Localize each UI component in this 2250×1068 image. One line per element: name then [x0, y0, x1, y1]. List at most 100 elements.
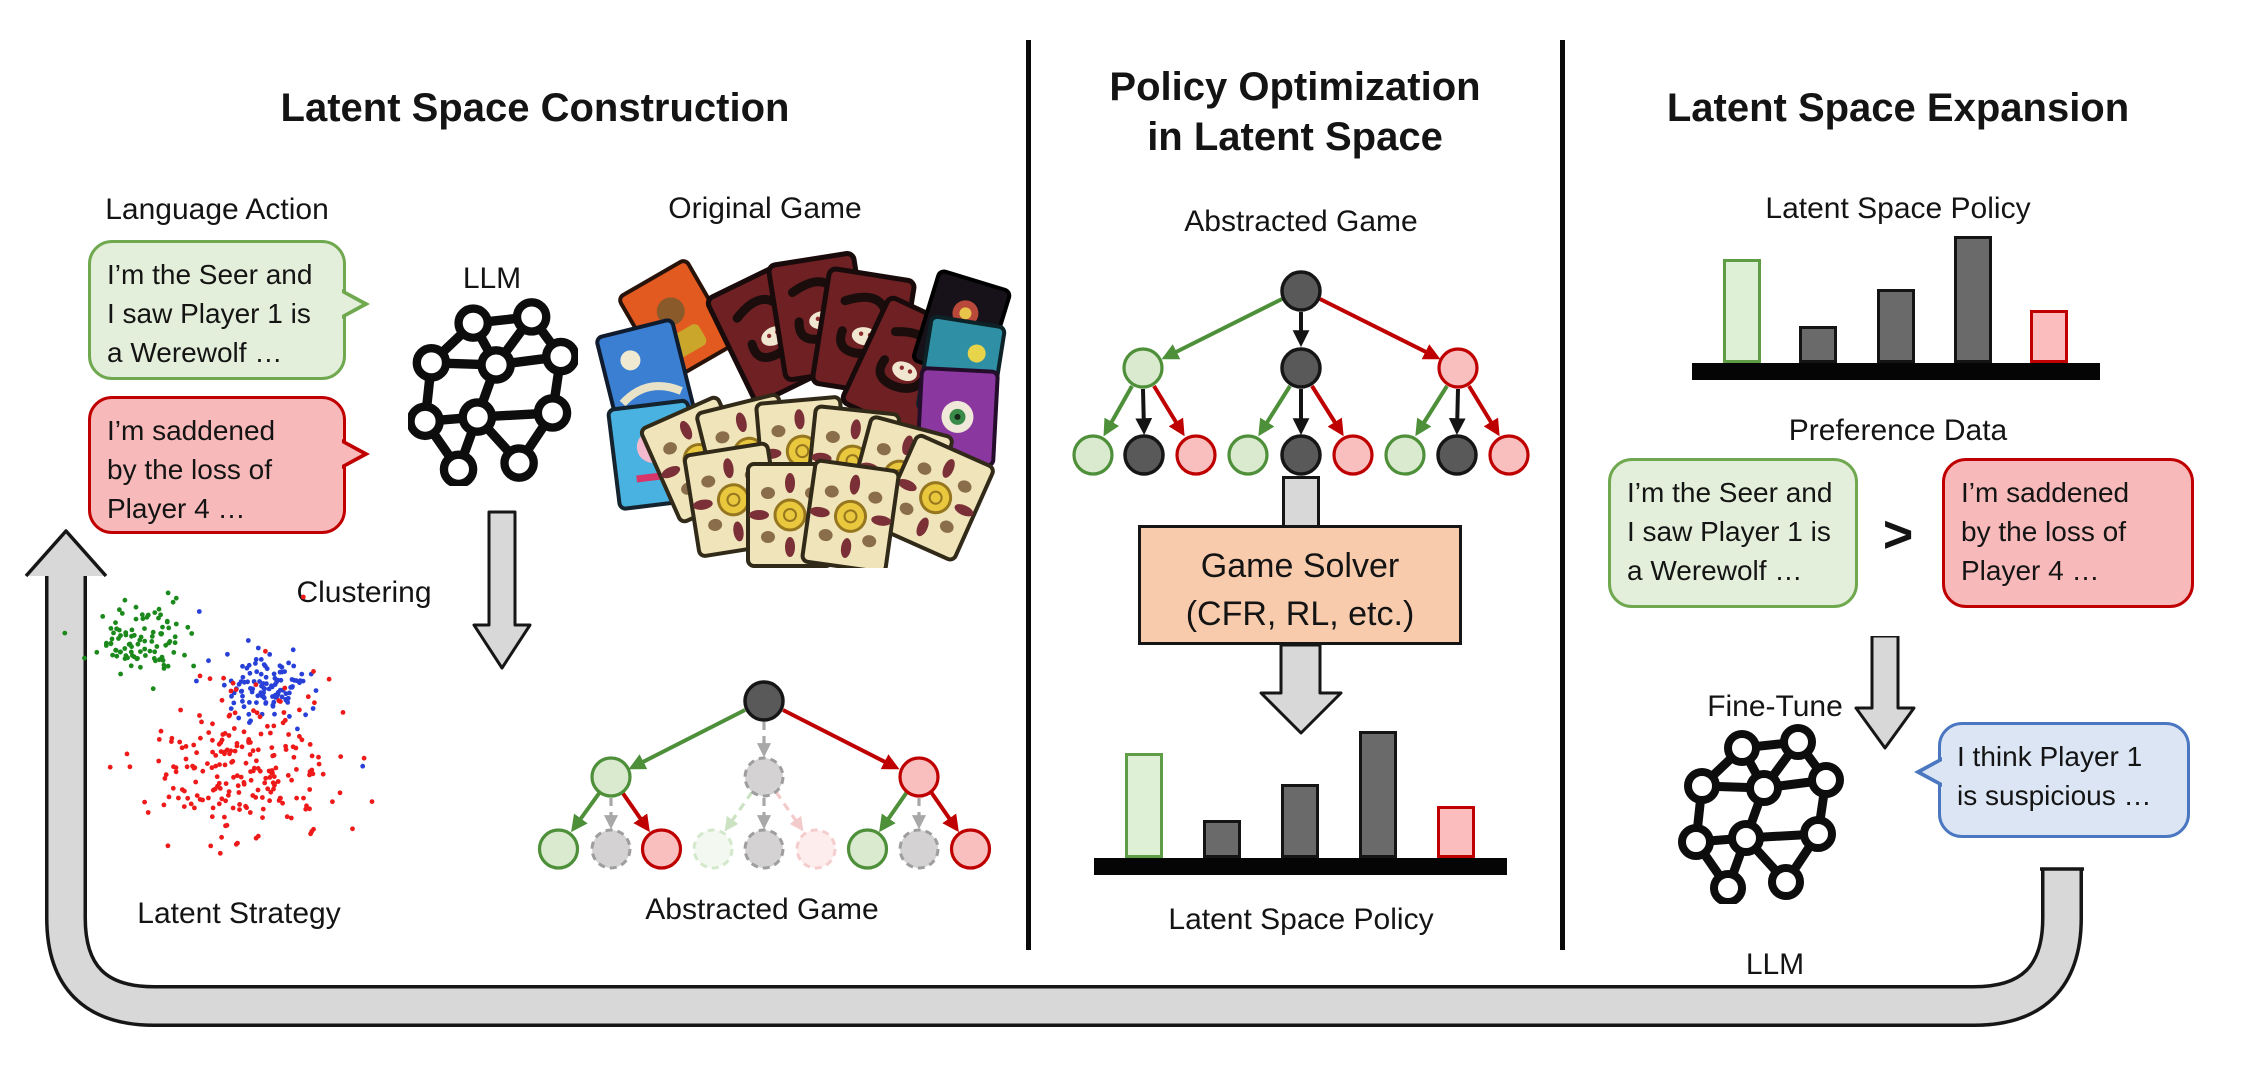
cluster-red-point [214, 774, 220, 780]
cluster-red-point [309, 829, 315, 834]
cluster-red-point [326, 676, 332, 682]
cluster-red-point [207, 676, 213, 682]
cluster-red-point [219, 834, 225, 840]
cluster-red-point [222, 731, 228, 736]
cluster-green-point [109, 636, 115, 642]
chart-baseline [1094, 858, 1507, 875]
cluster-red-point [301, 795, 306, 801]
cluster-green-point [144, 614, 150, 620]
cluster-green-point [152, 649, 158, 655]
policy-bar-green-action [1125, 753, 1163, 858]
cluster-red-point [166, 794, 172, 800]
policy-bar-red-action [1437, 806, 1475, 858]
cluster-red-point [194, 750, 200, 756]
cluster-green-point [62, 630, 68, 636]
cluster-red-point [307, 806, 312, 812]
cluster-red-point [236, 790, 242, 795]
cluster-blue-point [360, 763, 366, 769]
tree-to-solver-connector [1282, 476, 1320, 528]
cluster-red-point [262, 780, 268, 786]
cluster-green-point [161, 666, 167, 671]
cluster-red-point [228, 688, 234, 694]
cluster-blue-point [267, 652, 273, 657]
cluster-blue-point [290, 647, 296, 653]
cluster-blue-point [253, 657, 259, 662]
cluster-green-point [117, 607, 122, 613]
optimization-title-line2: in Latent Space [1147, 115, 1443, 159]
rejected-line-3: Player 4 … [1961, 555, 2100, 587]
cluster-blue-point [282, 669, 287, 674]
cluster-blue-point [297, 680, 302, 686]
cluster-blue-point [283, 691, 289, 697]
cluster-red-point [210, 805, 216, 811]
cluster-blue-point [236, 715, 242, 721]
llm-response-bubble: I think Player 1 is suspicious … [1914, 722, 2190, 838]
cluster-green-point [167, 639, 173, 644]
cluster-red-point [198, 735, 203, 741]
cluster-red-point [200, 768, 206, 774]
cluster-red-point [208, 843, 214, 849]
cluster-blue-point [279, 664, 285, 670]
cluster-green-point [103, 643, 109, 648]
cluster-blue-point [271, 671, 277, 677]
cluster-blue-point [313, 688, 319, 693]
saddened-line-2: by the loss of [107, 454, 272, 486]
bubble-tail-icon [342, 443, 362, 465]
cluster-red-point [226, 789, 232, 794]
cluster-red-point [248, 777, 254, 783]
saddened-line-1: I’m saddened [107, 415, 276, 446]
cluster-red-point [197, 673, 203, 679]
cluster-red-point [156, 737, 162, 742]
original-game-cards-image [595, 238, 1012, 568]
cluster-red-point [193, 779, 199, 785]
cluster-blue-point [260, 681, 266, 686]
clustering-label: Clustering [296, 576, 432, 609]
cluster-green-point [135, 656, 140, 661]
saddened-speech-bubble: I’m saddened by the loss of Player 4 … [88, 396, 370, 534]
cluster-green-point [122, 646, 128, 651]
cluster-red-point [284, 814, 290, 820]
cluster-blue-point [254, 669, 260, 675]
cluster-red-point [258, 731, 264, 737]
cluster-red-point [163, 772, 169, 778]
cluster-green-point [173, 595, 179, 601]
cluster-red-point [185, 795, 191, 801]
cluster-red-point [178, 707, 183, 713]
cluster-blue-point [225, 651, 230, 657]
cluster-red-point [293, 745, 299, 751]
cluster-red-point [253, 795, 259, 800]
cluster-green-point [142, 646, 148, 652]
cluster-red-point [215, 784, 220, 789]
cluster-red-point [255, 766, 261, 771]
preference-comparator: > [1882, 506, 1914, 564]
cluster-red-point [213, 763, 219, 769]
cluster-red-point [226, 713, 232, 719]
cluster-red-point [309, 753, 315, 759]
cluster-red-point [222, 814, 227, 820]
rejected-line-1: I’m saddened [1961, 477, 2130, 508]
cluster-red-point [222, 762, 228, 768]
solver-down-arrow-icon [1259, 645, 1343, 735]
cluster-green-point [113, 620, 118, 626]
cluster-blue-point [196, 609, 202, 614]
cluster-red-point [191, 742, 197, 748]
cluster-red-point [282, 685, 288, 691]
cluster-red-point [217, 762, 222, 767]
cluster-blue-point [263, 674, 269, 680]
cluster-red-point [282, 717, 288, 723]
abstracted-game-label-construction: Abstracted Game [645, 893, 879, 926]
cluster-red-point [297, 707, 302, 713]
cluster-red-point [361, 755, 367, 761]
cluster-green-point [142, 638, 148, 644]
cluster-green-point [111, 630, 116, 636]
cluster-green-point [143, 653, 148, 658]
cluster-red-point [268, 730, 273, 736]
cluster-red-point [309, 767, 315, 773]
cluster-green-point [125, 655, 130, 661]
cluster-red-point [369, 799, 375, 804]
cluster-blue-point [245, 679, 251, 685]
bubble-tail-icon [1922, 761, 1942, 783]
seer-line-2: I saw Player 1 is [107, 298, 311, 330]
cluster-blue-point [289, 684, 295, 690]
